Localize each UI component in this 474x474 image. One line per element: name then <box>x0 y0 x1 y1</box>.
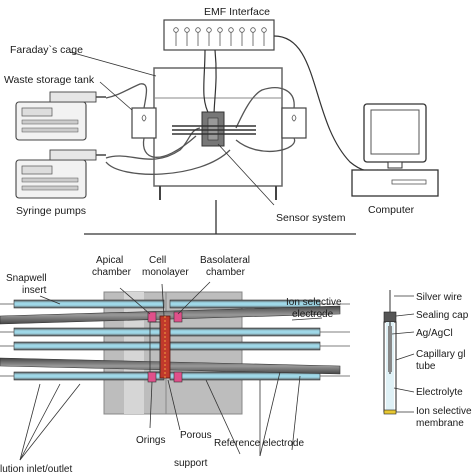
snapwell-insert <box>149 321 161 373</box>
capillary-glass-tube-label-2: tube <box>416 361 436 372</box>
emf-interface-label: EMF Interface <box>204 6 270 18</box>
faraday-cage-label: Faraday`s cage <box>10 44 83 56</box>
waste-tank-left <box>131 107 157 139</box>
electrode-leader-lines <box>391 295 415 413</box>
solution-inlet-outlet-label: lution inlet/outlet <box>0 464 72 474</box>
basolateral-chamber-label-2: chamber <box>206 267 246 278</box>
orings <box>147 311 183 383</box>
porous-support-label-2: support <box>174 458 208 469</box>
apical-chamber-label-1: Apical <box>96 255 123 266</box>
snapwell-insert-label-2: insert <box>22 285 47 296</box>
sensor-system <box>172 111 256 147</box>
computer <box>351 103 439 197</box>
electrolyte-label: Electrolyte <box>416 387 463 398</box>
syringe-pumps-label: Syringe pumps <box>16 205 86 217</box>
orings-label: Orings <box>136 435 165 446</box>
faraday-cage-leader <box>69 51 157 77</box>
ion-selective-electrode-detail <box>383 290 397 415</box>
cell-monolayer <box>159 315 171 379</box>
cell-monolayer-label-2: monolayer <box>142 267 189 278</box>
snapwell-insert-label-1: Snapwell <box>6 273 47 284</box>
capillary-glass-tube-label-1: Capillary gl <box>416 349 465 360</box>
ag-agcl-label: Ag/AgCl <box>416 328 453 339</box>
syringe-pump-top <box>15 91 106 141</box>
ion-selective-electrode-tubes <box>13 299 321 381</box>
emf-interface <box>163 19 275 51</box>
basolateral-chamber-label-1: Basolateral <box>200 255 250 266</box>
cell-leader-lines <box>19 281 323 461</box>
waste-tank-leader <box>99 81 133 111</box>
cell-monolayer-label-1: Cell <box>149 255 166 266</box>
electrode-wires <box>0 303 350 377</box>
porous-support-label-1: Porous <box>180 430 212 441</box>
sensor-system-leader <box>217 143 275 206</box>
waste-storage-tank-label: Waste storage tank <box>4 74 95 86</box>
apical-chamber-label-2: chamber <box>92 267 132 278</box>
ion-selective-electrode-label-1: Ion selective <box>286 297 342 308</box>
ion-selective-membrane-label-1: Ion selective <box>416 406 472 417</box>
ion-selective-electrode-label-2: electrode <box>292 309 334 320</box>
syringe-pump-bottom <box>15 149 106 199</box>
tubing <box>105 83 296 175</box>
ion-selective-membrane-label-2: membrane <box>416 418 464 429</box>
sensor-system-label: Sensor system <box>276 212 346 224</box>
silver-wire-label: Silver wire <box>416 292 463 303</box>
sealing-cap-label: Sealing cap <box>416 310 469 321</box>
computer-label: Computer <box>368 204 415 216</box>
reference-electrode-label: Reference electrode <box>214 438 304 449</box>
waste-tank-right <box>281 107 307 139</box>
